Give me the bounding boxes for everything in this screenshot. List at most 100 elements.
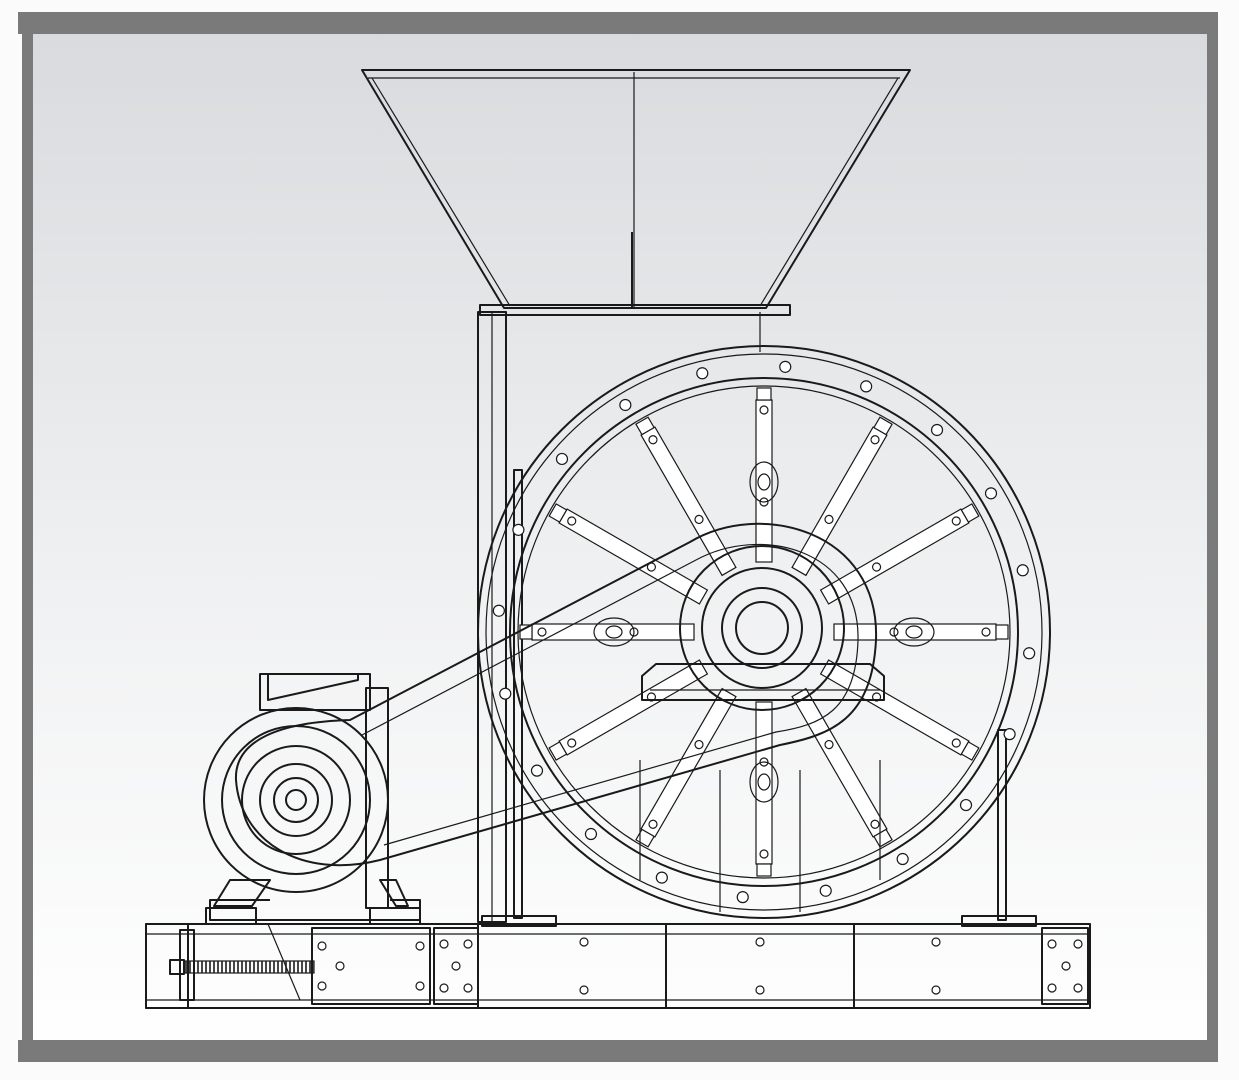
base-bolt-hole: [579, 937, 589, 947]
arm-bolt: [870, 435, 880, 445]
motor: [203, 673, 421, 925]
rim-bolt-hole: [696, 367, 709, 380]
hammer-lug: [593, 617, 635, 647]
base-bolt-hole: [415, 981, 425, 991]
belt-guard: [234, 522, 878, 867]
arm-bolt: [567, 738, 577, 748]
hammer-tip: [548, 503, 568, 523]
base-bolt-hole: [755, 937, 765, 947]
hammer-tip: [995, 624, 1009, 640]
rim-bolt-hole: [530, 764, 544, 777]
base-bolt-hole: [463, 939, 473, 949]
hammer-lug-hole: [605, 625, 623, 639]
base-bolt-hole: [931, 937, 941, 947]
rim-bolt-hole: [584, 827, 598, 841]
base-bolt-hole: [451, 961, 461, 971]
arm-bolt: [759, 849, 769, 859]
hammer-arm: [819, 659, 980, 761]
rim-bolt-hole: [984, 487, 998, 500]
hammer-arm: [833, 617, 1009, 647]
base-bolt-hole: [317, 981, 327, 991]
grate-bars: [639, 760, 881, 912]
arm-bolt: [694, 739, 704, 750]
hammer-tip: [960, 741, 980, 761]
arm-bolt: [824, 514, 834, 525]
viewport-frame-top: [18, 12, 1217, 34]
arm-bolt: [648, 819, 658, 829]
base-bolt-hole: [335, 961, 345, 971]
rim-bolt-hole: [555, 452, 569, 466]
hammer-arm: [548, 503, 709, 605]
rim-bolt-hole: [959, 798, 973, 812]
hammer-arm: [791, 687, 893, 848]
driven-pulley: [641, 545, 885, 711]
arm-bolt: [537, 627, 547, 637]
base-bolt-hole: [439, 983, 449, 993]
rim-bolt-hole: [860, 380, 873, 393]
viewport-frame-bottom: [18, 1040, 1217, 1062]
rim-bolt-hole: [736, 891, 749, 904]
arm-bolt: [694, 514, 704, 525]
rim-bolt-hole: [779, 360, 792, 373]
base-bolt-hole: [579, 985, 589, 995]
hopper: [361, 69, 911, 316]
hammer-arm: [791, 416, 893, 577]
rim-bolt-hole: [896, 852, 909, 866]
rim-bolt-hole: [1023, 647, 1036, 660]
base-bolt-hole: [439, 939, 449, 949]
arm-bolt: [981, 627, 991, 637]
base-bolt-hole: [1073, 983, 1083, 993]
hammer-rotor: [519, 387, 1009, 877]
hammer-lug-hole: [905, 625, 923, 639]
arm-bolt: [824, 739, 834, 750]
viewport-frame-left: [22, 12, 33, 1062]
rim-bolt-hole: [1003, 728, 1016, 741]
hammer-tip: [756, 863, 772, 877]
rim-bolt-hole: [819, 884, 832, 897]
hammer-tip: [635, 416, 655, 436]
arm-bolt: [648, 435, 658, 445]
arm-bolt: [871, 562, 882, 572]
rim-bolt-hole: [930, 423, 944, 437]
base-bolt-hole: [415, 941, 425, 951]
base-bolt-hole: [755, 985, 765, 995]
hammer-arm: [749, 387, 779, 563]
hammer-arm: [635, 687, 737, 848]
hammer-arm: [819, 503, 980, 605]
tension-screw: [169, 923, 315, 1001]
rim-bolt-hole: [1016, 564, 1029, 577]
base-bolt-hole: [931, 985, 941, 995]
hammer-tip: [548, 741, 568, 761]
base-bolt-hole: [1061, 961, 1071, 971]
hammer-lug-hole: [757, 473, 771, 491]
hammer-tip: [873, 416, 893, 436]
hammer-lug: [749, 461, 779, 503]
hammer-arm: [749, 701, 779, 877]
arm-bolt: [870, 819, 880, 829]
rim-bolt-hole: [619, 398, 632, 412]
base-bolt-hole: [1047, 983, 1057, 993]
arm-bolt: [951, 516, 961, 526]
hammer-tip: [960, 503, 980, 523]
hammer-lug-hole: [757, 773, 771, 791]
base-frame: [145, 923, 1091, 1009]
base-bolt-holes: [317, 937, 1083, 995]
base-bolt-hole: [1047, 939, 1057, 949]
rim-bolts: [492, 360, 1036, 904]
rim-bolt-hole: [512, 523, 525, 536]
hammer-lug: [893, 617, 935, 647]
base-bolt-hole: [1073, 939, 1083, 949]
base-bolt-hole: [463, 983, 473, 993]
viewport-frame-right: [1207, 12, 1218, 1062]
arm-bolt: [759, 405, 769, 415]
hammer-lug: [749, 761, 779, 803]
rim-bolt-hole: [499, 687, 512, 700]
base-bolt-hole: [317, 941, 327, 951]
hammer-arm: [635, 416, 737, 577]
rim-bolt-hole: [492, 604, 505, 617]
arm-bolt: [951, 738, 961, 748]
hammer-arm: [519, 617, 695, 647]
hammer-tip: [756, 387, 772, 401]
